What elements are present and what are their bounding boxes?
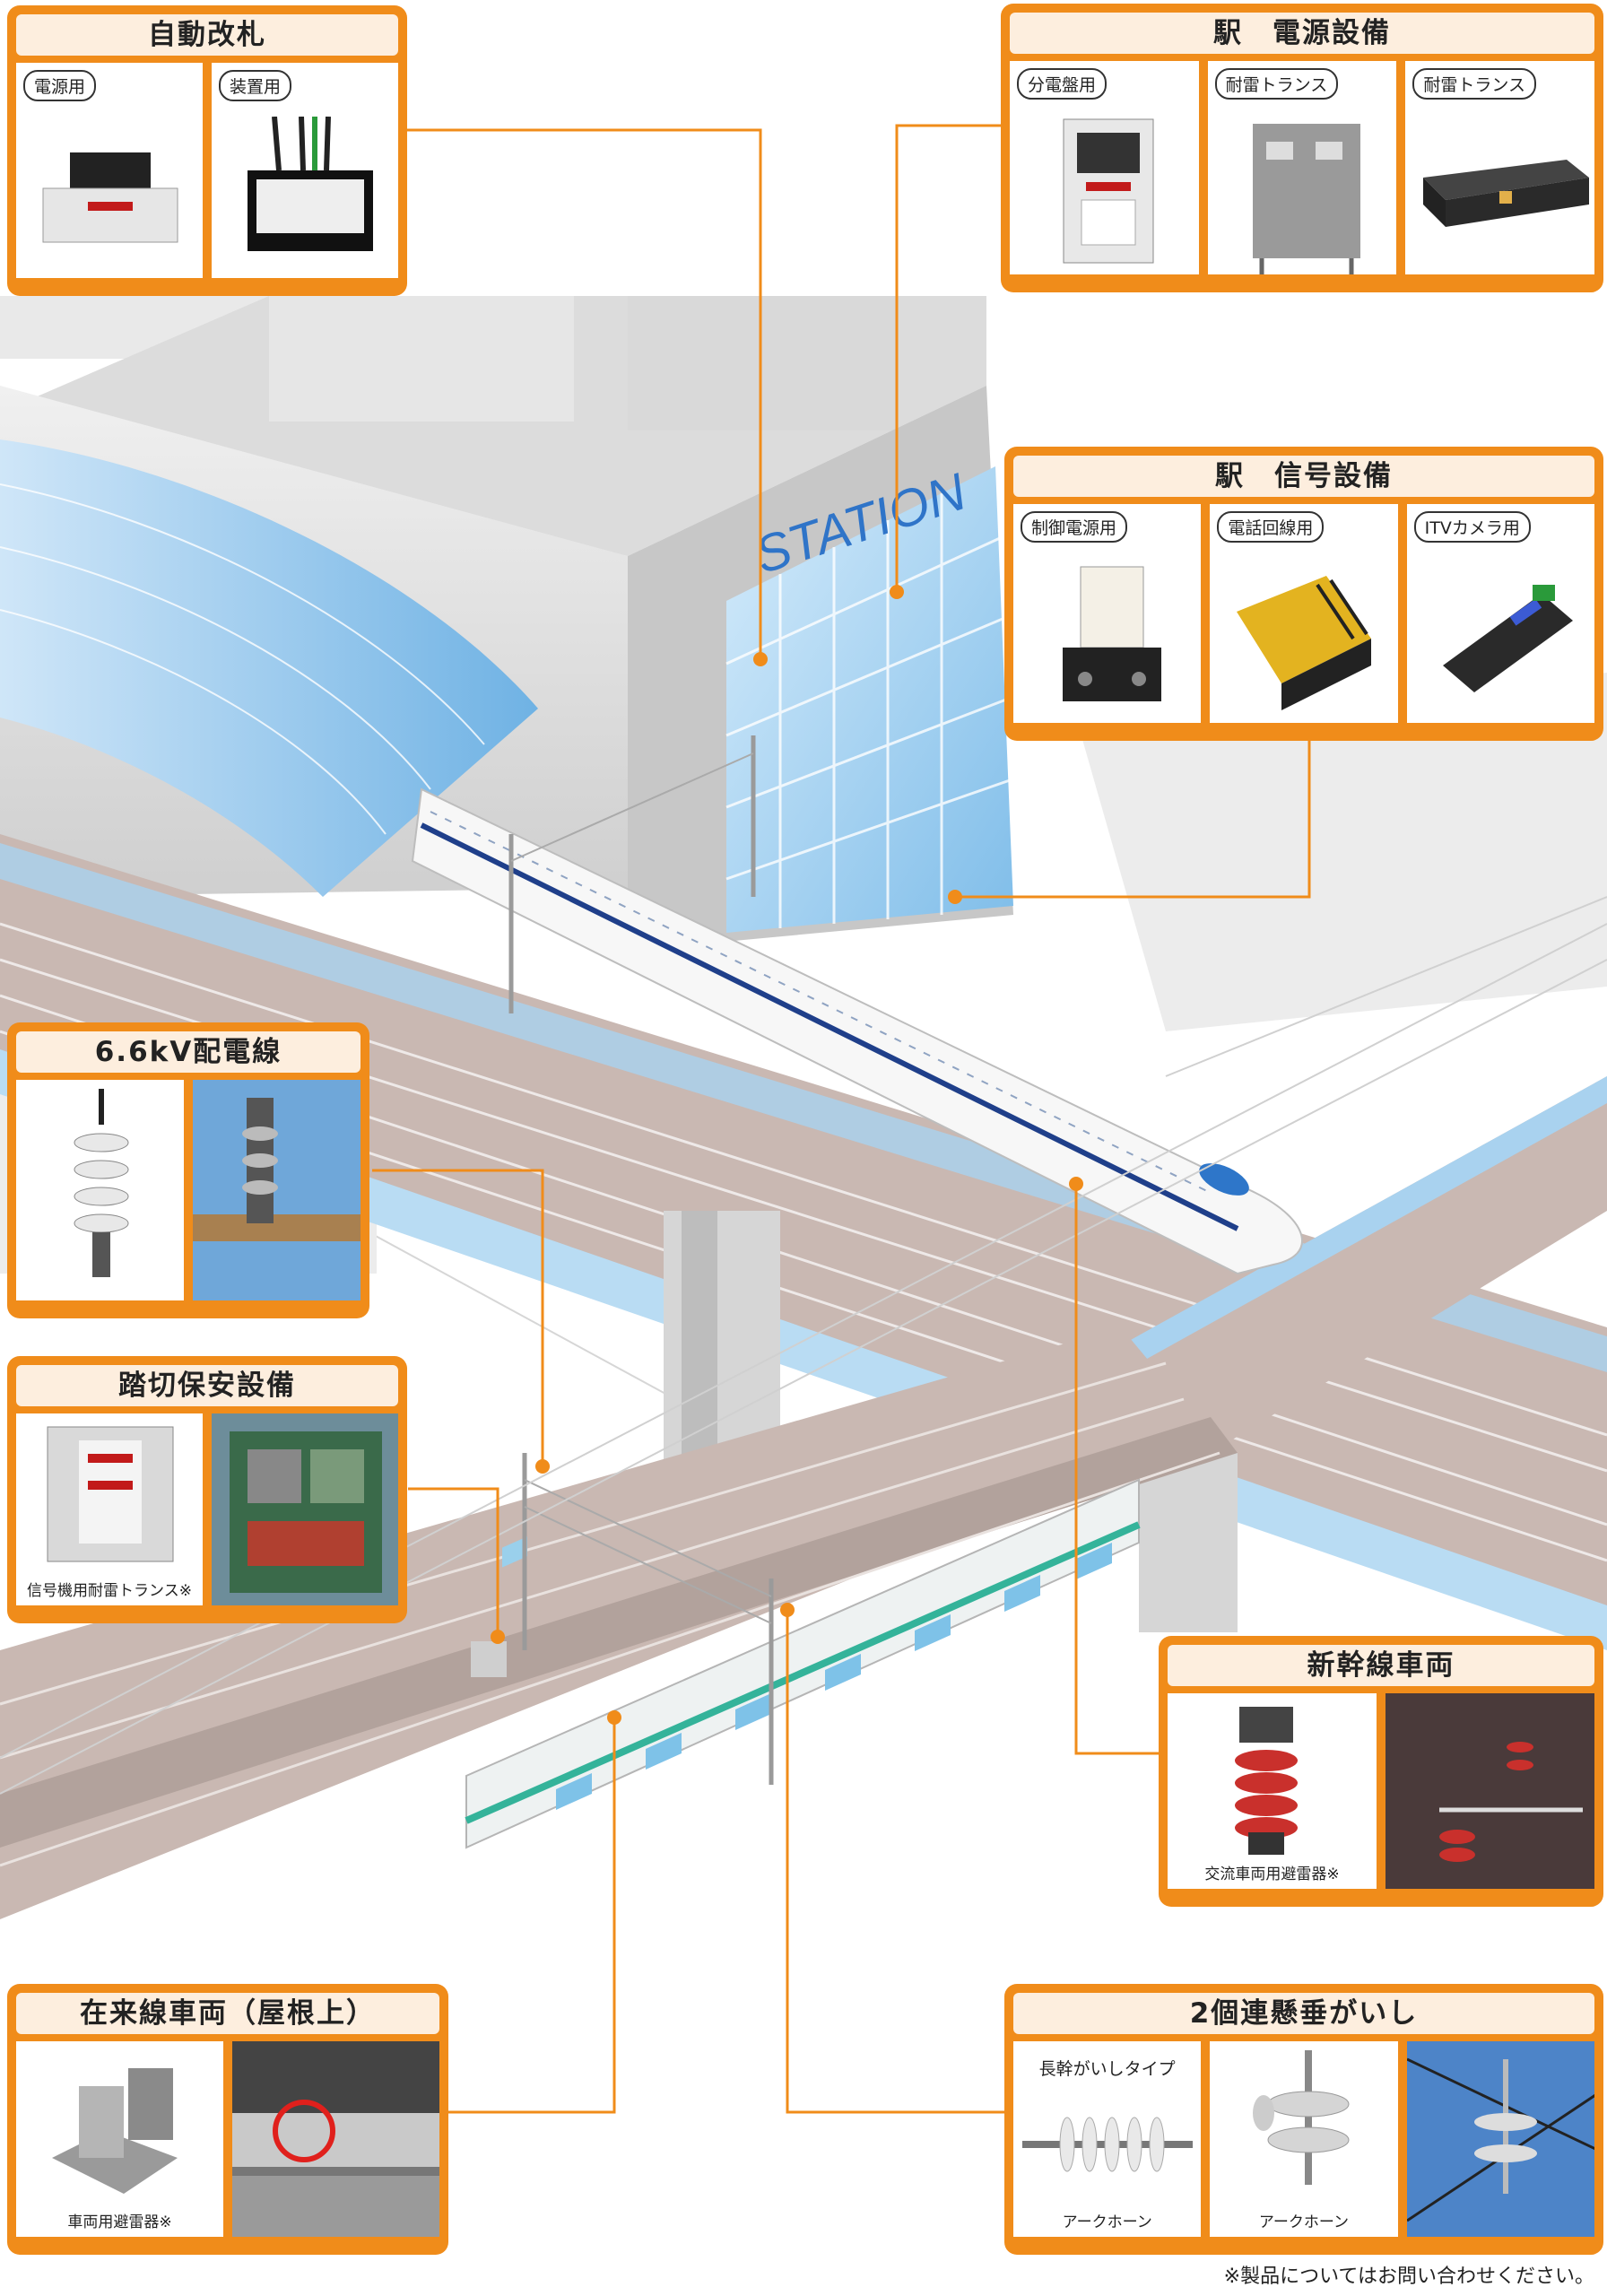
line-arrester-image — [74, 1089, 129, 1277]
product-panel-roof-photo — [232, 2041, 439, 2237]
plug-in-protector-image — [1063, 566, 1161, 701]
product-panel-vehicle-arrester: 車両用避雷器※ — [16, 2041, 223, 2237]
product-panel-installed-ac-arrester — [1385, 1693, 1594, 1889]
suspension-insulator-image — [1253, 2050, 1350, 2185]
callout-conventional-car: 在来線車両（屋根上） 車両用避雷器※ — [7, 1984, 448, 2255]
callout-station-signal: 駅 信号設備 制御電源用 電話回線用 ITVカメラ用 — [1004, 447, 1603, 741]
product-tag: 分電盤用 — [1017, 68, 1108, 100]
rack-transformer-image — [1423, 160, 1590, 227]
roof-arrester-photo — [232, 2041, 439, 2237]
product-panel-power: 電源用 — [16, 63, 203, 278]
installed-ac-arrester-photo — [1385, 1693, 1594, 1889]
callout-title: 6.6kV配電線 — [16, 1031, 360, 1073]
product-caption: 車両用避雷器※ — [67, 2213, 172, 2231]
product-panel-signal-transformer: 信号機用耐雷トランス※ — [16, 1413, 203, 1605]
product-caption: 交流車両用避雷器※ — [1204, 1866, 1340, 1883]
callout-station-power: 駅 電源設備 分電盤用 耐雷トランス 耐雷トランス — [1001, 4, 1603, 292]
product-tag: ITVカメラ用 — [1413, 511, 1531, 543]
callout-title: 在来線車両（屋根上） — [16, 1993, 439, 2034]
suspension-insulator-photo — [1406, 2057, 1594, 2222]
product-tag: 制御電源用 — [1021, 511, 1128, 543]
footnote: ※製品についてはお問い合わせください。 — [1223, 2266, 1594, 2288]
long-rod-insulator-image — [1022, 2117, 1193, 2172]
product-panel-suspension: アークホーン — [1210, 2041, 1398, 2237]
callout-title: 自動改札 — [16, 14, 398, 56]
callout-title: 踏切保安設備 — [16, 1365, 398, 1406]
product-type-label: 長幹がいしタイプ — [1038, 2059, 1176, 2079]
product-caption: 信号機用耐雷トランス※ — [27, 1582, 192, 1600]
crossing-cabinet-image — [47, 1426, 174, 1562]
product-caption: アークホーン — [1062, 2213, 1152, 2231]
product-panel-suspension-photo — [1406, 2041, 1594, 2237]
installed-arrester-photo — [193, 1098, 360, 1241]
product-panel-arrester — [16, 1080, 184, 1300]
breaker-image — [1063, 118, 1154, 264]
product-panel-ac-arrester: 交流車両用避雷器※ — [1168, 1693, 1377, 1889]
callout-ticket-gate: 自動改札 電源用 装置用 — [7, 5, 407, 296]
product-tag: 電話回線用 — [1217, 511, 1325, 543]
product-caption: アークホーン — [1258, 2213, 1350, 2231]
crossing-equipment-photo — [230, 1431, 382, 1593]
product-tag: 電源用 — [23, 70, 97, 101]
telephone-line-protector-image — [1237, 576, 1372, 710]
product-tag: 耐雷トランス — [1412, 68, 1536, 100]
surge-protector-image — [42, 152, 178, 243]
product-panel-distribution-board: 分電盤用 — [1010, 61, 1199, 274]
product-panel-long-rod: 長幹がいしタイプ アークホーン — [1013, 2041, 1202, 2237]
callout-crossing-safety: 踏切保安設備 信号機用耐雷トランス※ — [7, 1356, 407, 1623]
product-panel-control-power: 制御電源用 — [1013, 504, 1202, 723]
product-tag: 装置用 — [219, 70, 292, 101]
callout-shinkansen-car: 新幹線車両 交流車両用避雷器※ — [1159, 1636, 1603, 1907]
callout-title: 駅 信号設備 — [1013, 456, 1594, 497]
ac-arrester-image — [1235, 1707, 1298, 1855]
callout-title: 新幹線車両 — [1168, 1645, 1594, 1686]
itv-camera-protector-image — [1442, 585, 1573, 692]
surge-protector-image — [248, 117, 373, 251]
vehicle-arrester-image — [52, 2068, 178, 2194]
callout-suspension-insulator: 2個連懸垂がいし 長幹がいしタイプ アークホーン アークホーン — [1004, 1984, 1603, 2255]
product-panel-telephone-line: 電話回線用 — [1210, 504, 1398, 723]
callout-distribution-line: 6.6kV配電線 — [7, 1022, 369, 1318]
product-panel-installed-arrester — [193, 1080, 360, 1300]
product-panel-rack-transformer: 耐雷トランス — [1405, 61, 1595, 274]
product-tag: 耐雷トランス — [1214, 68, 1339, 100]
product-panel-device: 装置用 — [212, 63, 398, 278]
transformer-cabinet-image — [1252, 124, 1360, 274]
product-panel-itv-camera: ITVカメラ用 — [1406, 504, 1594, 723]
product-panel-transformer-cabinet: 耐雷トランス — [1207, 61, 1397, 274]
product-panel-crossing-photo — [212, 1413, 398, 1605]
callout-title: 2個連懸垂がいし — [1013, 1993, 1594, 2034]
callout-title: 駅 電源設備 — [1010, 13, 1594, 54]
